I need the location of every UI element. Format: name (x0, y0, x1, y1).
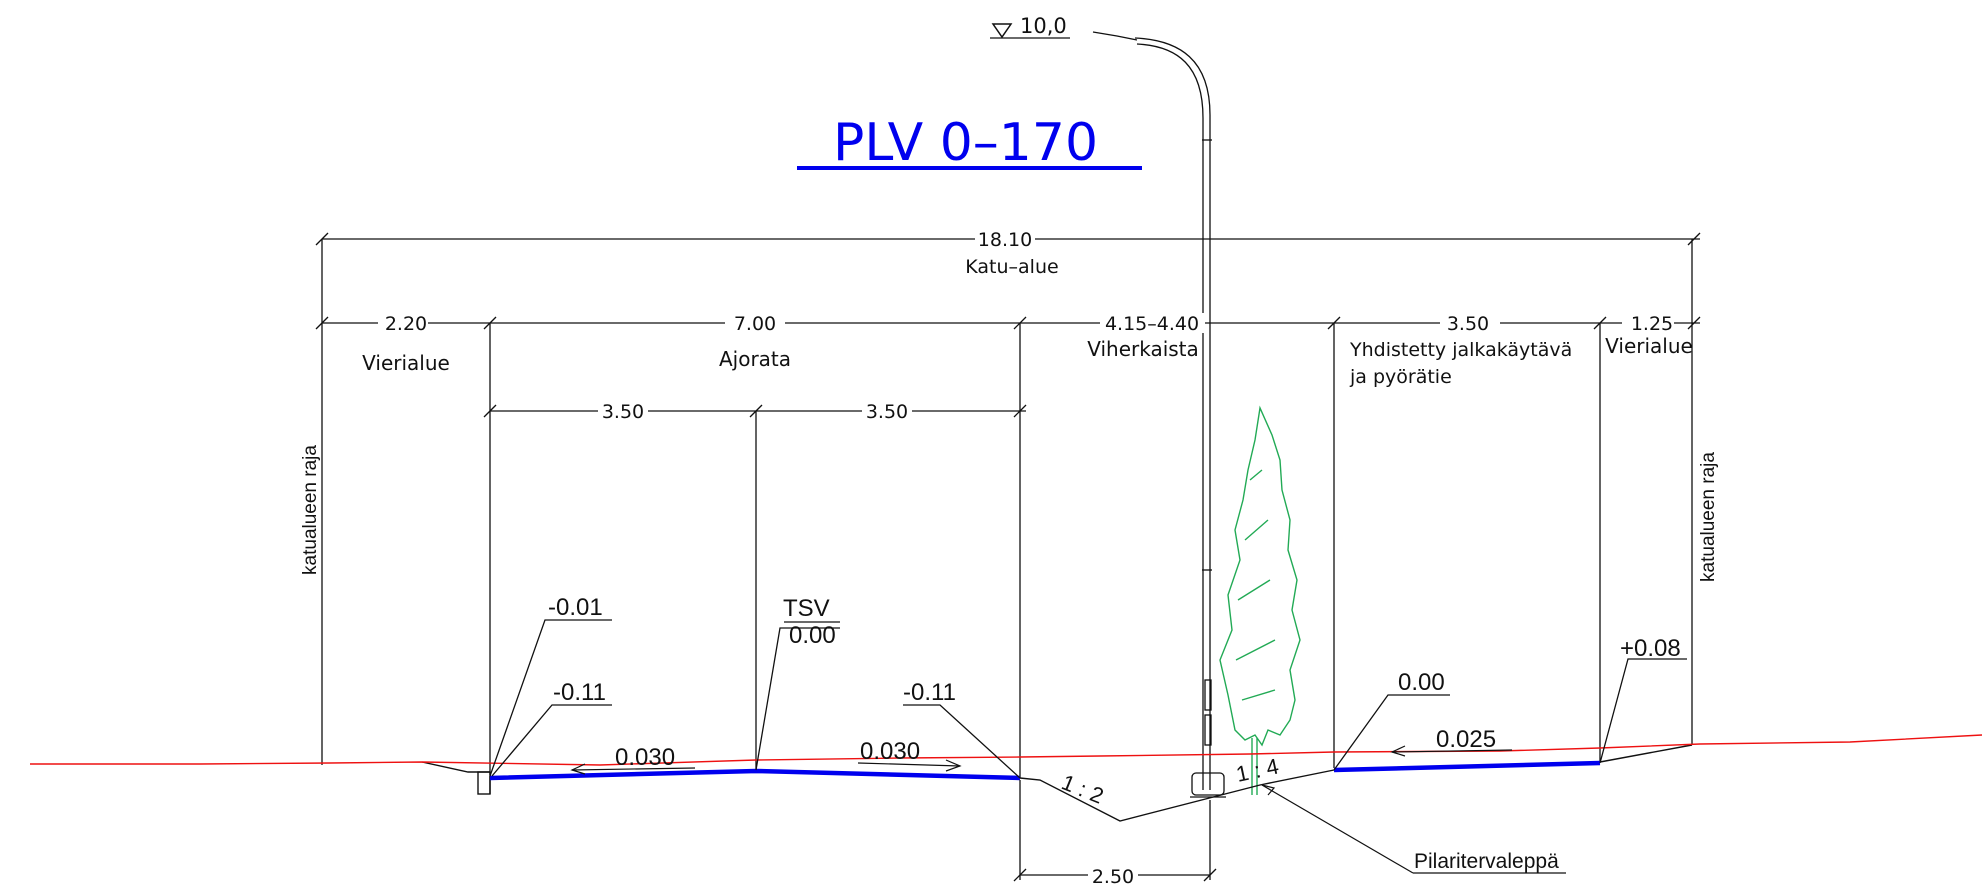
tsv-value: 0.00 (789, 622, 836, 649)
road-structure (421, 744, 1693, 822)
triangle-icon (991, 23, 1013, 39)
total-width-label: Katu–alue (965, 256, 1058, 278)
arrow-left-icon (1390, 745, 1513, 757)
boundary-label-right: katualueen raja (1698, 452, 1719, 582)
arrow-left-icon (570, 763, 696, 775)
arrow-right-icon (857, 759, 962, 772)
tsv-label: TSV (783, 595, 830, 622)
section-label-3: Viherkaista (1087, 337, 1199, 361)
height-left-bottom: -0.11 (553, 679, 606, 706)
ditch-width-value: 2.50 (1092, 866, 1134, 888)
tree-icon (1219, 405, 1301, 795)
height-path-left: 0.00 (1398, 669, 1445, 696)
tree-label: Pilaritervaleppä (1414, 850, 1559, 873)
section-width-3: 4.15–4.40 (1105, 313, 1199, 335)
drawing-title: PLV 0–170 (833, 113, 1098, 173)
height-left-top: -0.01 (548, 594, 603, 621)
pavement (489, 760, 1601, 781)
section-dimensions (315, 316, 1701, 778)
height-leaders (489, 619, 1687, 779)
lane-width-2: 3.50 (866, 401, 908, 423)
height-right-road: -0.11 (903, 679, 956, 706)
height-path-right: +0.08 (1620, 635, 1681, 662)
lane-dimensions (483, 404, 1027, 772)
section-width-4: 3.50 (1447, 313, 1489, 335)
total-width-dimension (315, 232, 1701, 765)
total-width-value: 18.10 (978, 229, 1032, 251)
section-width-2: 7.00 (734, 313, 776, 335)
street-light (1092, 31, 1226, 798)
slope-ditch-left: 1 : 2 (1058, 769, 1107, 808)
elevation-value: 10,0 (1020, 14, 1067, 38)
slope-road-right: 0.030 (860, 738, 920, 765)
boundary-label-left: katualueen raja (300, 445, 321, 575)
section-width-5: 1.25 (1631, 313, 1673, 335)
slope-path: 0.025 (1436, 726, 1496, 753)
section-label-5: Vierialue (1605, 334, 1693, 358)
ground-line (30, 734, 1982, 766)
section-label-1: Vierialue (362, 351, 450, 375)
tree-label-leader (1261, 784, 1566, 874)
elevation-marker: 10,0 (990, 14, 1070, 39)
section-label-2: Ajorata (719, 347, 791, 371)
section-width-1: 2.20 (385, 313, 427, 335)
section-label-4-line2: ja pyörätie (1349, 366, 1452, 388)
lane-width-1: 3.50 (602, 401, 644, 423)
slope-road-left: 0.030 (615, 744, 675, 771)
section-label-4-line1: Yhdistetty jalkakäytävä (1349, 339, 1572, 361)
